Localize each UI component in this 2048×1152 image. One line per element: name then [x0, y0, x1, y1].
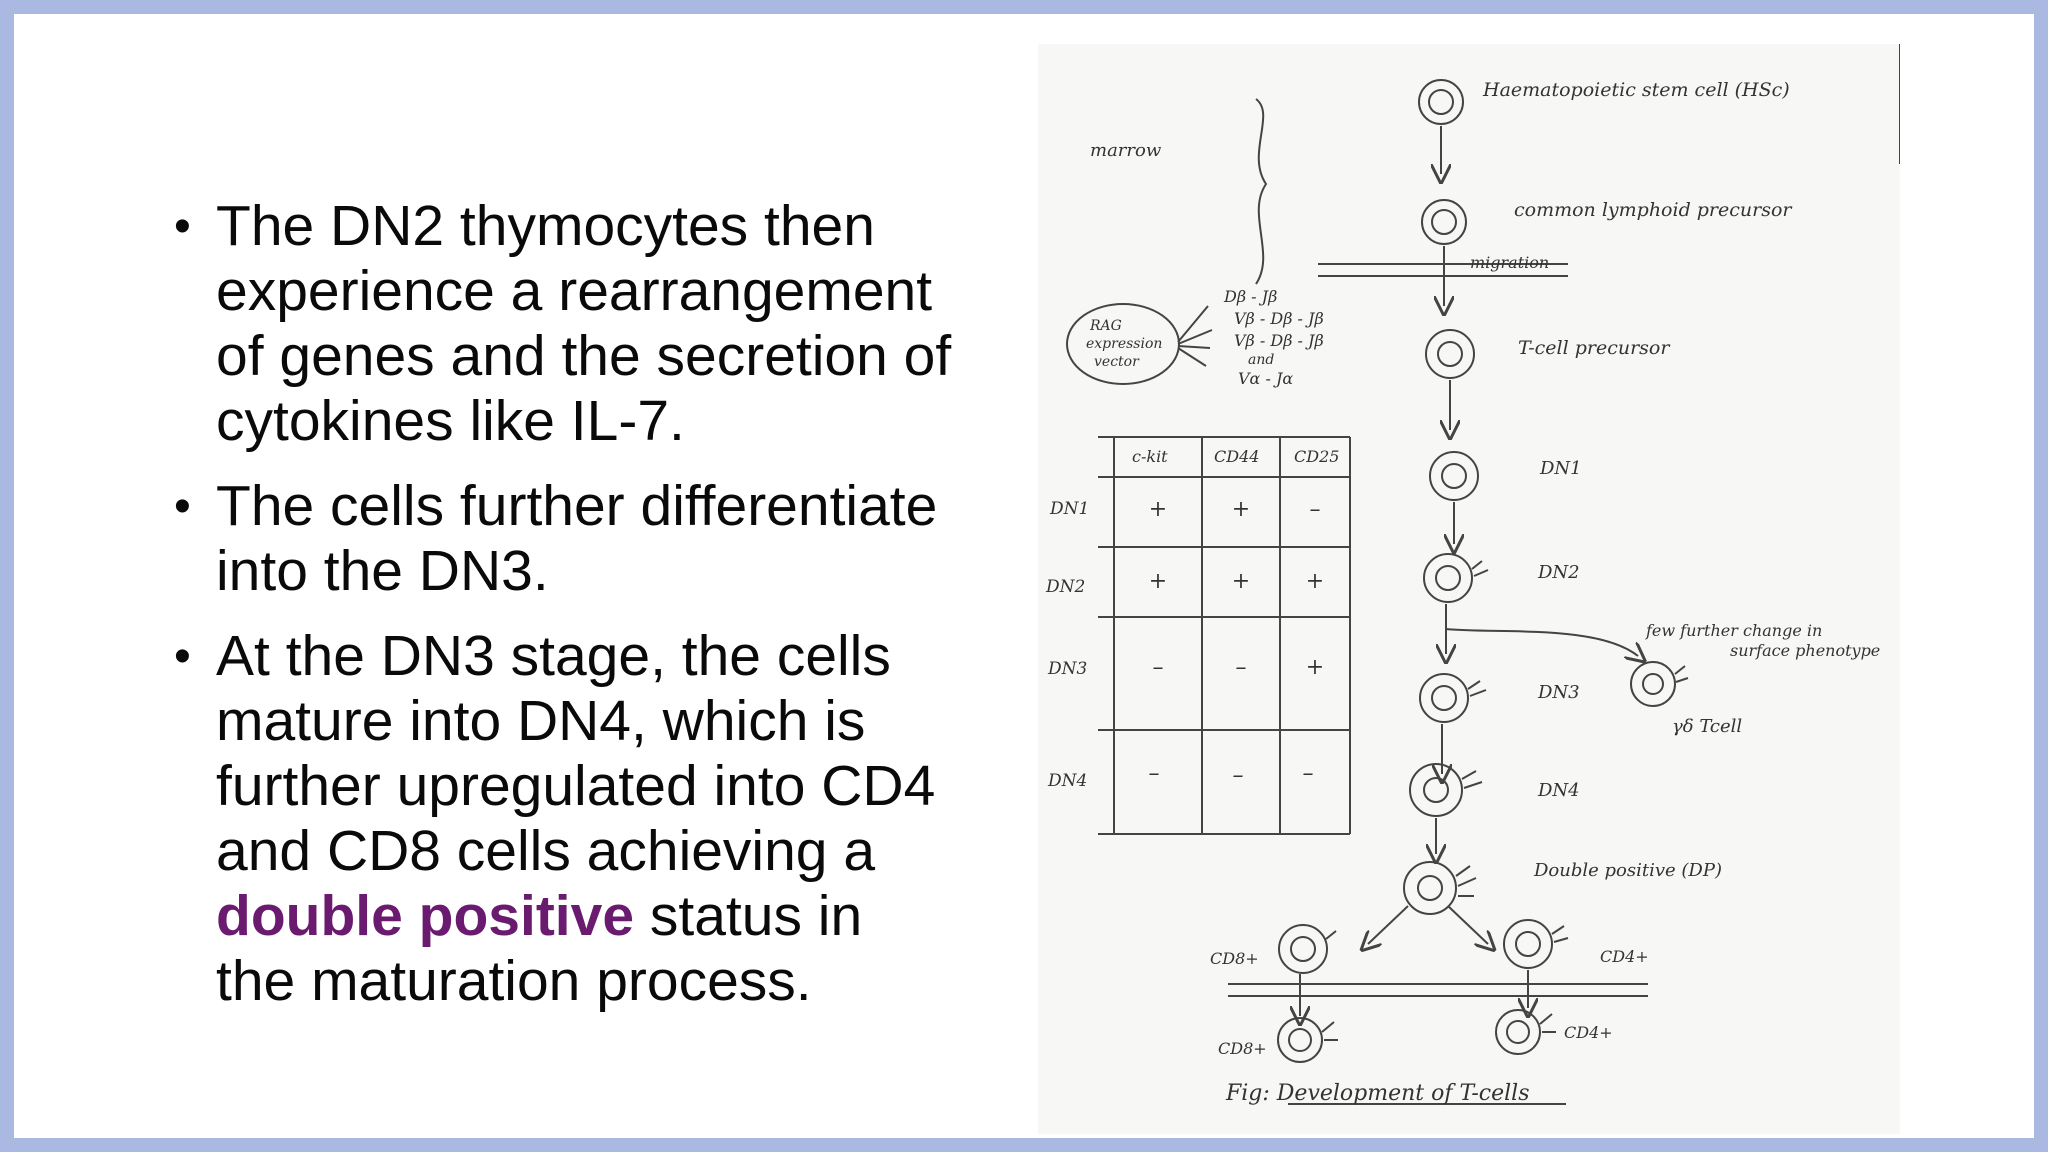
rearr-1: Dβ - Jβ [1223, 287, 1277, 306]
dn4-label: DN4 [1537, 780, 1580, 801]
gamma-delta-label: γδ Tcell [1672, 716, 1742, 737]
dn1-label: DN1 [1539, 458, 1582, 479]
cd8-top-label: CD8+ [1210, 949, 1259, 968]
bullet-dn3-differentiation: The cells further differentiate into the… [174, 474, 954, 604]
cell-dn2-cd25: + [1306, 569, 1324, 594]
cell-dn1-ckit: + [1149, 497, 1167, 522]
migration-label: migration [1470, 253, 1549, 272]
rearr-4: Vα - Jα [1238, 369, 1293, 388]
marrow-label: marrow [1090, 140, 1162, 161]
cell-dn2-ckit: + [1149, 569, 1167, 594]
cell-dn4-cd44: – [1233, 763, 1244, 788]
cell-dn1-cd44: + [1232, 497, 1250, 522]
bullet-text: status in the maturation process. [216, 884, 863, 1013]
cell-dn4-ckit: – [1149, 761, 1160, 786]
slide: The DN2 thymocytes then experience a rea… [14, 14, 2034, 1138]
cell-dn3-cd25: + [1306, 655, 1324, 680]
table-row-dn3: DN3 [1047, 659, 1087, 679]
rearr-3: Vβ - Dβ - Jβ [1234, 331, 1324, 350]
cd8-bottom-label: CD8+ [1218, 1039, 1267, 1058]
table-row-dn4: DN4 [1047, 771, 1087, 791]
table-row-dn1: DN1 [1049, 499, 1089, 519]
table-col-cd25: CD25 [1294, 447, 1339, 466]
clp-label: common lymphoid precursor [1514, 199, 1793, 221]
hsc-label: Haematopoietic stem cell (HSc) [1482, 79, 1790, 101]
bullet-text: The cells further differentiate into the… [216, 474, 938, 603]
dn3-label: DN3 [1537, 682, 1580, 703]
table-row-dn2: DN2 [1045, 577, 1085, 597]
cell-dn2-cd44: + [1232, 569, 1250, 594]
cell-dn4-cd25: – [1303, 761, 1314, 786]
cd4-bottom-label: CD4+ [1564, 1023, 1613, 1042]
table-col-cd44: CD44 [1214, 447, 1259, 466]
bullet-dn4-maturation: At the DN3 stage, the cells mature into … [174, 624, 954, 1014]
few-changes-label-1: few further change in [1645, 621, 1822, 640]
cd4-top-label: CD4+ [1600, 947, 1649, 966]
tcell-precursor-label: T-cell precursor [1518, 337, 1671, 359]
cell-dn3-cd44: – [1236, 655, 1247, 680]
few-changes-label-2: surface phenotype [1730, 641, 1880, 660]
t-cell-development-figure: marrow Haematopoietic stem cell (HSc) co… [1038, 44, 1900, 1134]
rag-label-3: vector [1094, 354, 1140, 370]
cell-dn1-cd25: – [1310, 497, 1321, 522]
bullet-text: The DN2 thymocytes then experience a rea… [216, 194, 952, 453]
rag-label-2: expression [1086, 336, 1162, 352]
bullet-dn2-rearrangement: The DN2 thymocytes then experience a rea… [174, 194, 954, 454]
rag-label-1: RAG [1089, 318, 1122, 334]
dn2-label: DN2 [1537, 562, 1580, 583]
bullet-text: At the DN3 stage, the cells mature into … [216, 624, 936, 883]
rearr-and: and [1248, 352, 1274, 368]
cell-dn3-ckit: – [1153, 655, 1164, 680]
highlight-text: double positive [216, 884, 635, 948]
table-col-ckit: c-kit [1132, 447, 1168, 466]
figure-caption: Fig: Development of T-cells [1225, 1081, 1530, 1106]
hand-drawn-diagram: marrow Haematopoietic stem cell (HSc) co… [1045, 44, 1900, 1106]
double-positive-label: Double positive (DP) [1533, 860, 1722, 881]
bullet-list: The DN2 thymocytes then experience a rea… [174, 194, 954, 1034]
rearr-2: Vβ - Dβ - Jβ [1234, 309, 1324, 328]
